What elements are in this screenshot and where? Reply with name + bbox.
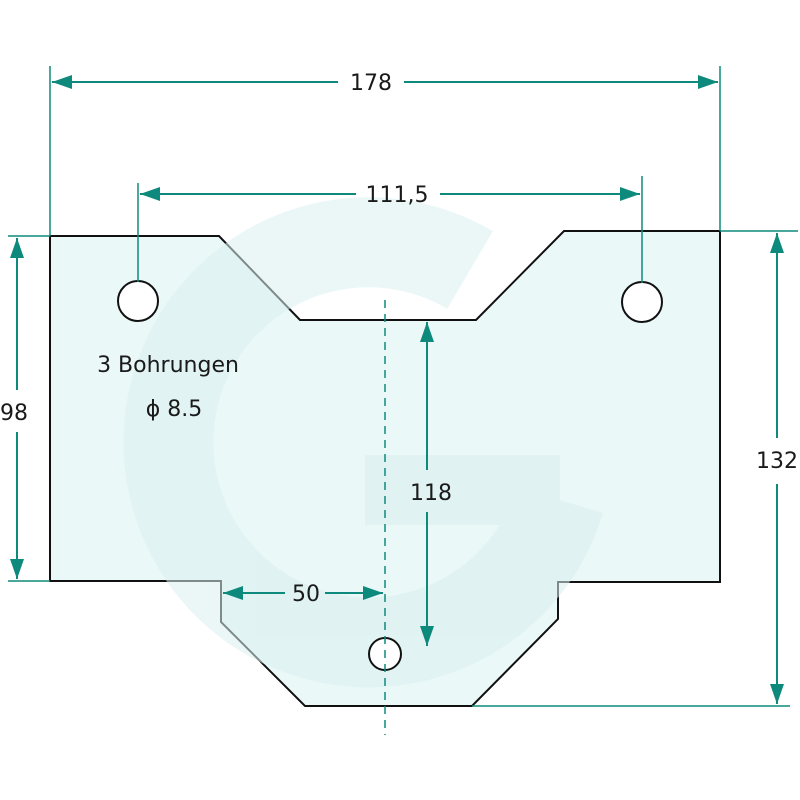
hole-left <box>117 280 159 322</box>
dimension-center-depth: 118 <box>410 322 452 646</box>
dimension-overall-width: 178 <box>52 71 718 96</box>
note-holes-count: 3 Bohrungen <box>97 353 239 378</box>
dimension-hole-spacing-label: 111,5 <box>366 183 429 208</box>
dimension-right-height: 132 <box>756 233 798 704</box>
g-logo-watermark-icon <box>123 197 604 688</box>
extension-lines <box>8 66 798 707</box>
dimension-hole-spacing: 111,5 <box>140 183 640 208</box>
dimension-half-offset: 50 <box>223 582 383 607</box>
dimension-left-height-label: 98 <box>0 401 28 426</box>
dimension-right-height-label: 132 <box>756 449 798 474</box>
dimension-overall-width-label: 178 <box>350 71 392 96</box>
dimension-center-depth-label: 118 <box>410 481 452 506</box>
note-hole-diameter: ϕ 8.5 <box>146 397 203 422</box>
dimension-half-offset-label: 50 <box>292 582 320 607</box>
hole-right <box>621 281 663 323</box>
dimension-left-height: 98 <box>0 238 28 579</box>
